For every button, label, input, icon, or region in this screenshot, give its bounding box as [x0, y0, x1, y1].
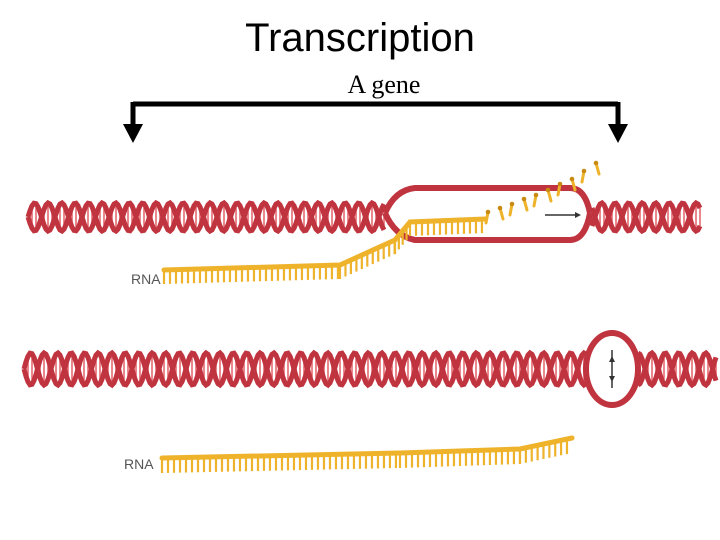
title-text: Transcription: [245, 16, 475, 60]
transcription-bubble: [382, 185, 593, 243]
rna-strand-released: [159, 435, 575, 473]
rna-label-top: RNA: [131, 271, 161, 287]
direction-arrow-icon: [575, 212, 581, 218]
gene-label: A gene: [347, 70, 421, 99]
gene-bracket: [123, 101, 628, 143]
left-arrow-icon: [123, 124, 143, 143]
rna-strand-growing: [161, 216, 488, 284]
page-title: Transcription: [0, 16, 720, 61]
closing-bubble: [583, 330, 641, 408]
right-arrow-icon: [608, 124, 628, 143]
dna-strand-transcribing: [25, 199, 703, 235]
down-arrow-icon: [609, 376, 615, 382]
rna-label-bottom: RNA: [124, 456, 154, 472]
free-nucleotides: [484, 160, 601, 225]
dna-strand-reformed: [21, 349, 719, 389]
up-arrow-icon: [609, 356, 615, 362]
